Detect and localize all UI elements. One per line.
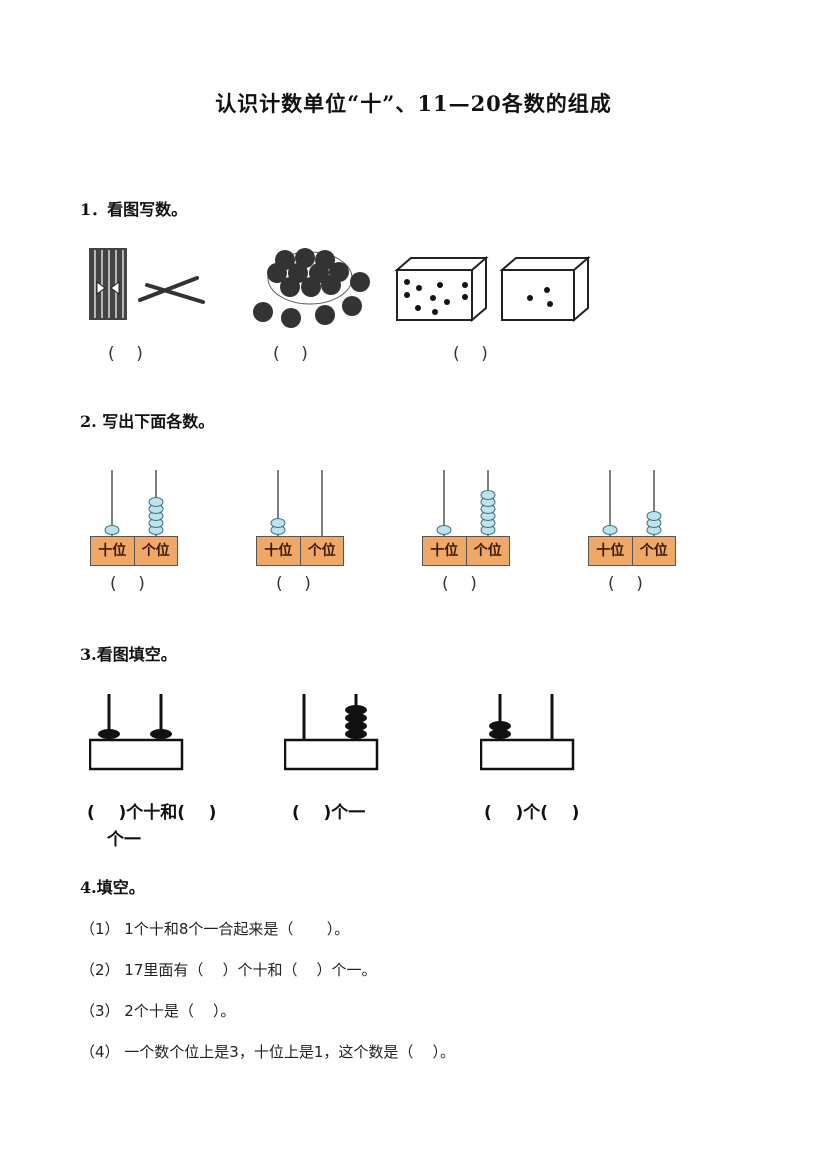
fill-item-4: （4） 一个数个位上是3，十位上是1，这个数是（ ）。: [80, 1043, 455, 1061]
box-ten-icon: [394, 255, 489, 323]
abacus-bead: [480, 490, 496, 500]
abacus-bead: [148, 497, 164, 507]
answer-blank[interactable]: ( ): [110, 574, 145, 594]
abacus-bead: [345, 721, 367, 731]
tens-label: 十位: [423, 537, 467, 565]
fill-label-3: ( )个( ): [484, 803, 580, 823]
tens-label: 十位: [589, 537, 633, 565]
fill-item-3: （3） 2个十是（ ）。: [80, 1002, 236, 1020]
section4-heading: 4.填空。: [80, 878, 145, 897]
abacus-bead: [489, 721, 511, 731]
abacus-bead: [270, 518, 286, 528]
fill-label-2: ( )个一: [292, 803, 366, 823]
abacus-frame: [284, 738, 379, 771]
ones-label: 个位: [639, 543, 668, 559]
black-abacus-1: [89, 694, 184, 771]
abacus-bead: [646, 511, 662, 521]
abacus-frame: [89, 738, 184, 771]
fill-label-1-line2: 个一: [107, 830, 141, 850]
abacus-frame: [480, 738, 575, 771]
section2-heading: 2. 写出下面各数。: [80, 412, 215, 431]
abacus-bead: [98, 729, 120, 739]
abacus-bead: [104, 525, 120, 535]
abacus-2: 十位个位 ( ): [256, 466, 346, 596]
abacus-bead: [436, 525, 452, 535]
tens-label: 十位: [257, 537, 301, 565]
box-few-icon: [499, 255, 591, 323]
fill-item-1: （1） 1个十和8个一合起来是（ ）。: [80, 920, 350, 938]
answer-blank-2[interactable]: ( ): [273, 344, 308, 364]
place-value-box: 十位个位: [90, 536, 178, 566]
abacus-bead: [345, 729, 367, 739]
abacus-1: 十位个位 ( ): [90, 466, 180, 596]
ones-label: 个位: [307, 543, 336, 559]
abacus-bead: [345, 713, 367, 723]
tens-label: 十位: [91, 537, 135, 565]
section3-heading: 3.看图填空。: [80, 645, 177, 664]
abacus-3: 十位个位 ( ): [422, 466, 512, 596]
black-abacus-2: [284, 694, 379, 771]
answer-blank[interactable]: ( ): [608, 574, 643, 594]
place-value-box: 十位个位: [422, 536, 510, 566]
abacus-bead: [150, 729, 172, 739]
black-abacus-3: [480, 694, 575, 771]
apple-plate-icon: [253, 248, 370, 328]
fill-label-1: ( )个十和( ): [87, 803, 217, 823]
abacus-bead: [489, 729, 511, 739]
section1-heading: 1．看图写数。: [80, 200, 188, 219]
abacus-bead: [602, 525, 618, 535]
answer-blank-3[interactable]: ( ): [453, 344, 488, 364]
ones-label: 个位: [141, 543, 170, 559]
place-value-box: 十位个位: [588, 536, 676, 566]
stick-bundle-icon: [89, 248, 127, 320]
section1-pictures: [89, 248, 591, 328]
page-title: 认识计数单位“十”、11—20各数的组成: [215, 91, 612, 116]
answer-blank[interactable]: ( ): [442, 574, 477, 594]
abacus-bead: [345, 705, 367, 715]
loose-sticks-icon: [138, 276, 205, 304]
answer-blank-1[interactable]: ( ): [108, 344, 143, 364]
place-value-box: 十位个位: [256, 536, 344, 566]
fill-item-2: （2） 17里面有（ ）个十和（ ）个一。: [80, 961, 377, 979]
answer-blank[interactable]: ( ): [276, 574, 311, 594]
ones-label: 个位: [473, 543, 502, 559]
abacus-4: 十位个位 ( ): [588, 466, 678, 596]
